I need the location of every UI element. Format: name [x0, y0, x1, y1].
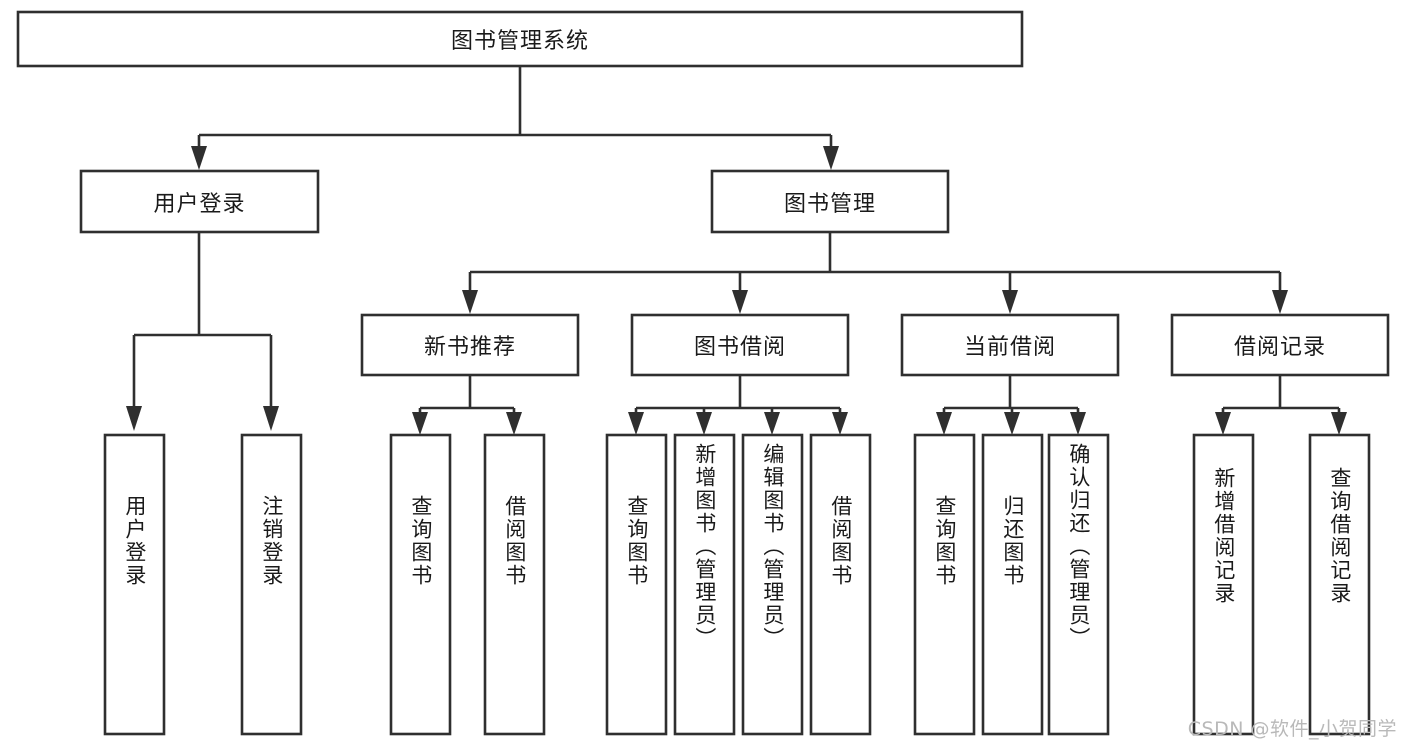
leaf-box[interactable] — [1192, 433, 1255, 736]
connector-root-to-level2 — [191, 66, 839, 170]
leaf-box[interactable] — [389, 433, 452, 736]
node-borrow-record[interactable] — [1170, 313, 1390, 377]
leaf-box[interactable] — [240, 433, 303, 736]
node-new-book-rec[interactable] — [360, 313, 580, 377]
node-user-login[interactable] — [79, 169, 320, 234]
connector-current-borrow-to-leaves — [936, 375, 1086, 435]
connector-borrow-record-to-leaves — [1215, 375, 1347, 435]
leaf-box[interactable] — [809, 433, 872, 736]
leaf-box[interactable] — [673, 433, 736, 736]
node-book-manage[interactable] — [710, 169, 950, 234]
leaf-box[interactable] — [1308, 433, 1371, 736]
node-root[interactable] — [16, 10, 1024, 68]
connector-user-login-to-leaves — [126, 232, 279, 431]
connector-book-borrow-to-leaves — [628, 375, 848, 435]
connector-book-manage-to-level3 — [462, 232, 1288, 314]
leaf-box[interactable] — [103, 433, 166, 736]
node-book-borrow[interactable] — [630, 313, 850, 377]
node-current-borrow[interactable] — [900, 313, 1120, 377]
connector-new-book-rec-to-leaves — [412, 375, 522, 435]
leaf-box[interactable] — [1047, 433, 1110, 736]
leaf-box[interactable] — [483, 433, 546, 736]
leaf-box[interactable] — [605, 433, 668, 736]
leaf-box[interactable] — [741, 433, 804, 736]
csdn-watermark: CSDN @软件_小贺同学 — [1187, 718, 1397, 740]
leaf-box[interactable] — [981, 433, 1044, 736]
leaf-box[interactable] — [913, 433, 976, 736]
